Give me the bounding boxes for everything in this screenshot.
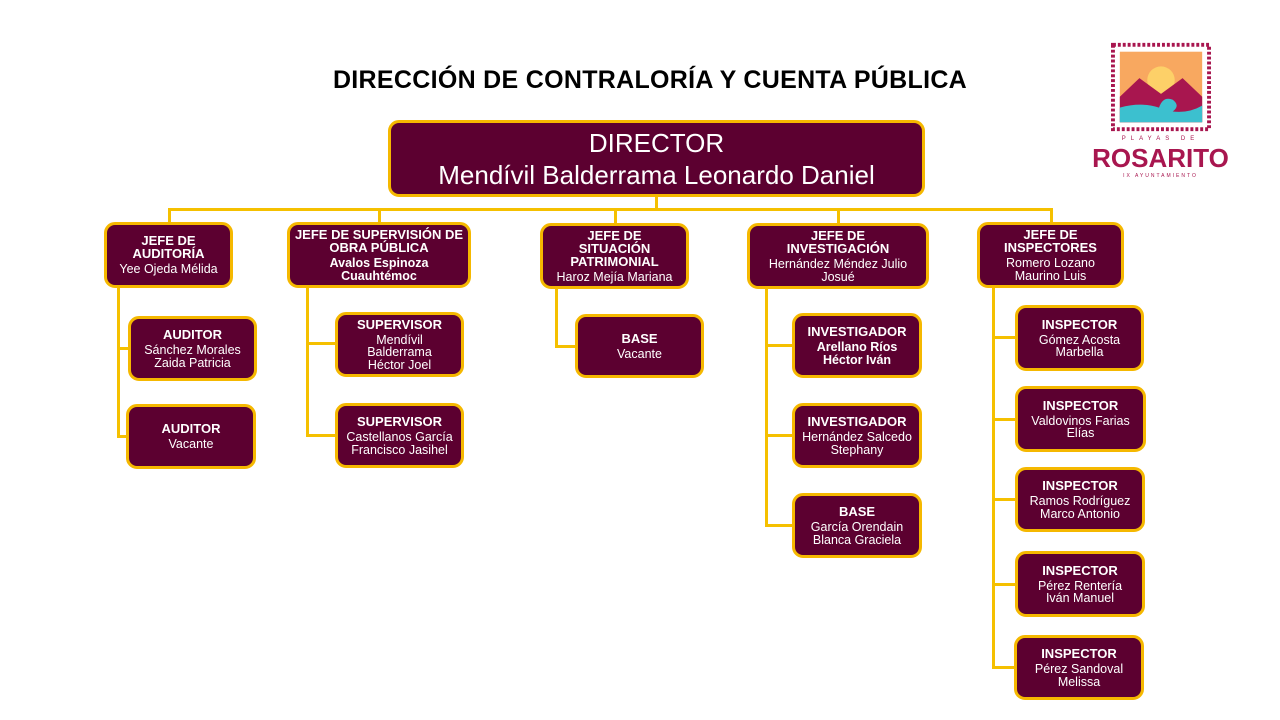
staff-box: BASE Vacante (575, 314, 704, 378)
box-title: INVESTIGADOR (807, 414, 907, 429)
staff-box: INVESTIGADOR Arellano Ríos Héctor Iván (792, 313, 922, 378)
connector (168, 208, 171, 224)
box-title: INSPECTOR (1041, 316, 1118, 332)
box-title: AUDITOR (161, 421, 221, 437)
dept-head-box: JEFE DE INVESTIGACIÓN Hernández Méndez J… (747, 223, 929, 289)
connector (117, 347, 130, 350)
connector (117, 287, 120, 438)
box-name: Castellanos García Francisco Jasihel (346, 430, 453, 457)
connector (117, 435, 129, 438)
logo-line2: ROSARITO (1092, 143, 1229, 173)
box-title: JEFE DE AUDITORÍA (132, 233, 205, 262)
connector (1050, 208, 1053, 224)
connector (992, 418, 1017, 421)
box-title: INSPECTOR (1042, 397, 1119, 413)
staff-box: INSPECTOR Valdovinos Farias Elías (1015, 386, 1146, 452)
box-title: INVESTIGADOR (807, 324, 907, 339)
dept-head-box: JEFE DE AUDITORÍA Yee Ojeda Mélida (104, 222, 233, 288)
connector (168, 208, 1052, 211)
box-name: Gómez Acosta Marbella (1038, 332, 1121, 359)
dept-head-box: JEFE DE INSPECTORES Romero Lozano Maurin… (977, 222, 1124, 288)
box-name: Pérez Sandoval Melissa (1034, 662, 1124, 689)
box-name: Hernández Méndez Julio Josué (768, 257, 908, 284)
box-title: JEFE DE SITUACIÓN PATRIMONIAL (570, 227, 659, 269)
connector (992, 666, 1017, 669)
staff-box: INSPECTOR Pérez Sandoval Melissa (1014, 635, 1144, 700)
box-name: Arellano Ríos Héctor Iván (816, 340, 898, 367)
staff-box: SUPERVISOR Mendívil Balderrama Héctor Jo… (335, 312, 464, 377)
staff-box: AUDITOR Sánchez Morales Zaida Patricia (128, 316, 257, 381)
connector (992, 336, 1017, 339)
box-name: Vacante (617, 346, 662, 361)
box-title: AUDITOR (163, 327, 222, 342)
box-name: Romero Lozano Maurino Luis (1006, 256, 1095, 283)
box-title: JEFE DE INVESTIGACIÓN (786, 228, 890, 256)
box-title: SUPERVISOR (356, 316, 442, 332)
staff-box: INVESTIGADOR Hernández Salcedo Stephany (792, 403, 922, 468)
connector (992, 287, 995, 669)
box-title: INSPECTOR (1042, 562, 1118, 578)
connector (306, 434, 337, 437)
box-title: JEFE DE SUPERVISIÓN DE OBRA PÚBLICA (294, 227, 464, 255)
staff-box: AUDITOR Vacante (126, 404, 256, 469)
box-title: JEFE DE INSPECTORES (1004, 227, 1097, 255)
box-title: BASE (838, 504, 876, 519)
box-name: Hernández Salcedo Stephany (802, 430, 912, 457)
connector (555, 345, 577, 348)
connector (306, 287, 309, 437)
connector (765, 288, 768, 527)
connector (655, 196, 658, 210)
dept-head-box: JEFE DE SUPERVISIÓN DE OBRA PÚBLICA Aval… (287, 222, 471, 288)
box-title: BASE (621, 330, 658, 346)
page-title: DIRECCIÓN DE CONTRALORÍA Y CUENTA PÚBLIC… (332, 66, 968, 94)
connector (378, 208, 381, 224)
box-name: Avalos Espinoza Cuauhtémoc (329, 256, 429, 283)
box-title: INSPECTOR (1042, 478, 1118, 493)
box-name: Mendívil Balderrama Héctor Joel (367, 332, 432, 372)
director-box: DIRECTOR Mendívil Balderrama Leonardo Da… (388, 120, 925, 197)
connector (992, 498, 1017, 501)
staff-box: INSPECTOR Gómez Acosta Marbella (1015, 305, 1144, 371)
box-name: Sánchez Morales Zaida Patricia (144, 343, 241, 370)
box-name: Valdovinos Farias Elías (1031, 413, 1130, 440)
box-title: SUPERVISOR (356, 414, 442, 429)
box-name: Mendívil Balderrama Leonardo Daniel (438, 159, 875, 190)
box-name: Yee Ojeda Mélida (119, 262, 218, 277)
dept-head-box: JEFE DE SITUACIÓN PATRIMONIAL Haroz Mejí… (540, 223, 689, 289)
logo-line3: IX AYUNTAMIENTO (1123, 173, 1198, 179)
staff-box: BASE García Orendain Blanca Graciela (792, 493, 922, 558)
staff-box: INSPECTOR Ramos Rodríguez Marco Antonio (1015, 467, 1145, 532)
box-name: Ramos Rodríguez Marco Antonio (1029, 494, 1131, 521)
connector (837, 208, 840, 224)
staff-box: INSPECTOR Pérez Rentería Iván Manuel (1015, 551, 1145, 617)
box-name: Pérez Rentería Iván Manuel (1037, 578, 1123, 605)
box-name: Vacante (168, 437, 214, 452)
logo-line1: PLAYAS DE (1121, 136, 1200, 142)
box-title: DIRECTOR (588, 127, 725, 158)
box-name: García Orendain Blanca Graciela (810, 520, 904, 547)
playas-de-rosarito-logo: PLAYAS DE ROSARITO IX AYUNTAMIENTO (1078, 42, 1243, 187)
connector (306, 342, 337, 345)
connector (614, 208, 617, 224)
box-name: Haroz Mejía Mariana (556, 269, 673, 284)
connector (992, 583, 1017, 586)
connector (555, 288, 558, 348)
connector (765, 344, 794, 347)
connector (765, 434, 794, 437)
connector (765, 524, 794, 527)
box-title: INSPECTOR (1041, 646, 1117, 661)
staff-box: SUPERVISOR Castellanos García Francisco … (335, 403, 464, 468)
logo-emblem-icon (1110, 42, 1211, 132)
